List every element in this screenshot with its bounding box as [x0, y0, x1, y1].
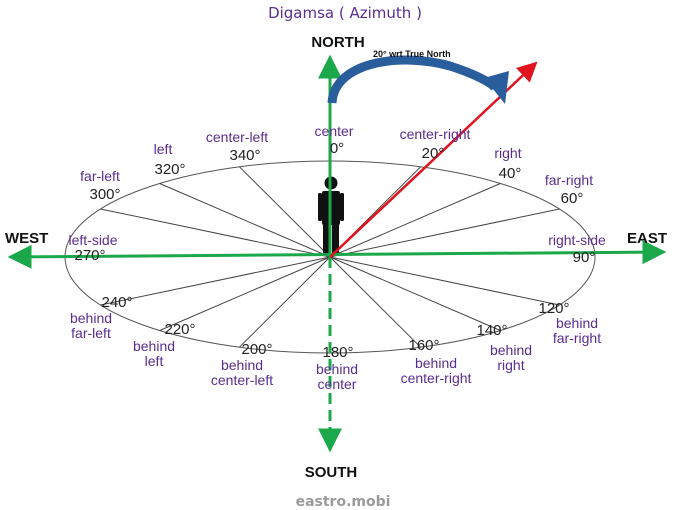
- azimuth-degree: 300°: [89, 186, 120, 203]
- azimuth-label: behind: [70, 310, 112, 326]
- azimuth-label: far-right: [545, 172, 593, 188]
- azimuth-degree: 160°: [408, 337, 439, 354]
- azimuth-label: behind: [316, 361, 358, 377]
- azimuth-degree: 20°: [422, 145, 445, 162]
- rotation-arc-head: [484, 71, 509, 104]
- azimuth-label: behind: [133, 338, 175, 354]
- azimuth-label: far-right: [553, 330, 601, 346]
- spoke-line: [329, 208, 560, 258]
- azimuth-label: center: [318, 376, 357, 392]
- azimuth-degree: 320°: [154, 161, 185, 178]
- spoke-line: [329, 256, 560, 306]
- azimuth-label: far-left: [80, 168, 120, 184]
- rotation-arc-icon: [327, 55, 499, 104]
- east-west-axis: [7, 240, 667, 269]
- azimuth-label: left: [154, 141, 173, 157]
- azimuth-degree: 340°: [229, 147, 260, 164]
- azimuth-label: center-right: [400, 126, 471, 142]
- azimuth-label: right: [497, 357, 524, 373]
- spoke-line: [100, 208, 331, 258]
- azimuth-label: center-right: [401, 370, 472, 386]
- azimuth-degree: 120°: [538, 300, 569, 317]
- azimuth-degree: 200°: [241, 341, 272, 358]
- azimuth-label: behind: [221, 357, 263, 373]
- diagram-title: Digamsa ( Azimuth ): [268, 4, 422, 22]
- azimuth-labels: 0°center20°center-right40°right60°far-ri…: [68, 123, 606, 392]
- azimuth-label: behind: [415, 355, 457, 371]
- azimuth-label: left-side: [68, 232, 117, 248]
- azimuth-degree: 240°: [101, 294, 132, 311]
- azimuth-degree: 220°: [164, 321, 195, 338]
- spoke-line: [159, 256, 331, 331]
- azimuth-degree: 140°: [476, 322, 507, 339]
- north-label: NORTH: [311, 34, 364, 51]
- spoke-line: [100, 256, 331, 306]
- spoke-line: [159, 183, 331, 258]
- azimuth-label: center: [315, 123, 354, 139]
- annotation-text: 20° wrt True North: [373, 49, 451, 59]
- azimuth-label: far-left: [71, 325, 111, 341]
- spoke-line: [239, 166, 331, 258]
- azimuth-label: left: [145, 353, 164, 369]
- azimuth-degree: 180°: [322, 344, 353, 361]
- south-label: SOUTH: [305, 464, 358, 481]
- azimuth-label: right-side: [548, 232, 606, 248]
- azimuth-label: behind: [490, 342, 532, 358]
- spoke-line: [329, 183, 501, 258]
- watermark: eastro.mobi: [296, 494, 391, 510]
- azimuth-label: behind: [556, 315, 598, 331]
- azimuth-degree: 60°: [561, 190, 584, 207]
- east-label: EAST: [627, 230, 667, 247]
- azimuth-label: center-left: [211, 372, 273, 388]
- azimuth-label: right: [494, 145, 521, 161]
- spoke-line: [329, 256, 421, 348]
- spoke-line: [329, 256, 501, 331]
- azimuth-degree: 40°: [499, 165, 522, 182]
- azimuth-label: center-left: [206, 129, 268, 145]
- spoke-line: [239, 256, 331, 348]
- azimuth-degree: 0°: [330, 140, 344, 157]
- west-label: WEST: [5, 230, 48, 247]
- azimuth-degree: 270°: [74, 247, 105, 264]
- azimuth-degree: 90°: [573, 249, 596, 266]
